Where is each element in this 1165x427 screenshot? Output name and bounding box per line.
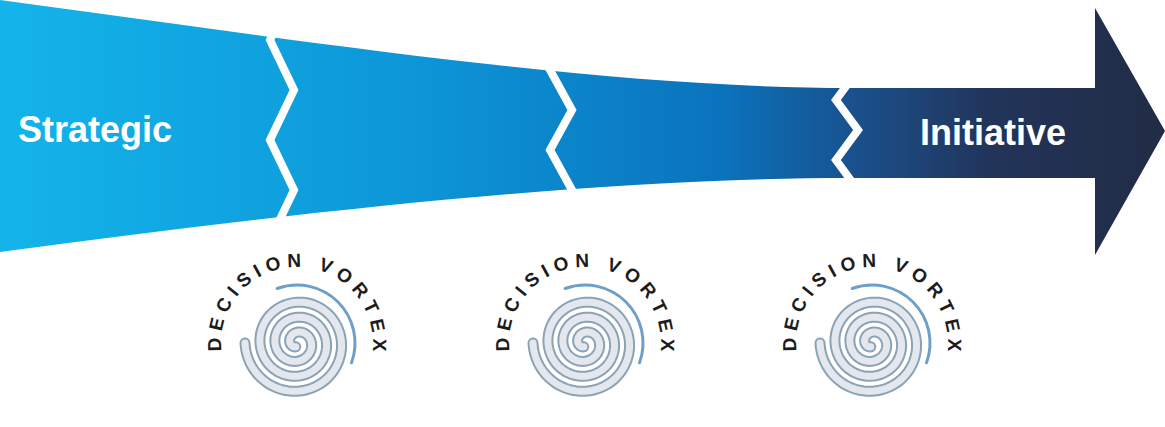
segment-label: Initiative [920,112,1066,154]
vortex-icon: DECISION VORTEX [470,248,700,427]
spiral-accent [277,285,355,363]
curved-label: DECISION VORTEX [492,250,678,352]
arrow-body [0,0,1165,255]
spiral-outline [245,302,342,391]
break-zigzag [550,30,572,225]
spiral-band [820,302,917,391]
arrow-segment: Initiative [898,88,1098,178]
spiral-accent [565,285,643,363]
segment-label: Strategic [18,109,172,151]
spiral-outline [533,302,630,391]
decision-vortex: DECISION VORTEX [182,248,412,427]
spiral-outline [820,302,917,391]
vortex-icon: DECISION VORTEX [757,248,987,427]
decision-vortex: DECISION VORTEX [757,248,987,427]
vortex-icon: DECISION VORTEX [182,248,412,427]
spiral-band [245,302,342,391]
break-zigzag [836,70,858,190]
decision-vortex: DECISION VORTEX [470,248,700,427]
spiral-accent [852,285,930,363]
curved-label: DECISION VORTEX [779,250,965,352]
break-zigzag [270,0,294,265]
curved-label: DECISION VORTEX [204,250,390,352]
arrow-segment: Strategic [0,80,275,180]
spiral-band [533,302,630,391]
